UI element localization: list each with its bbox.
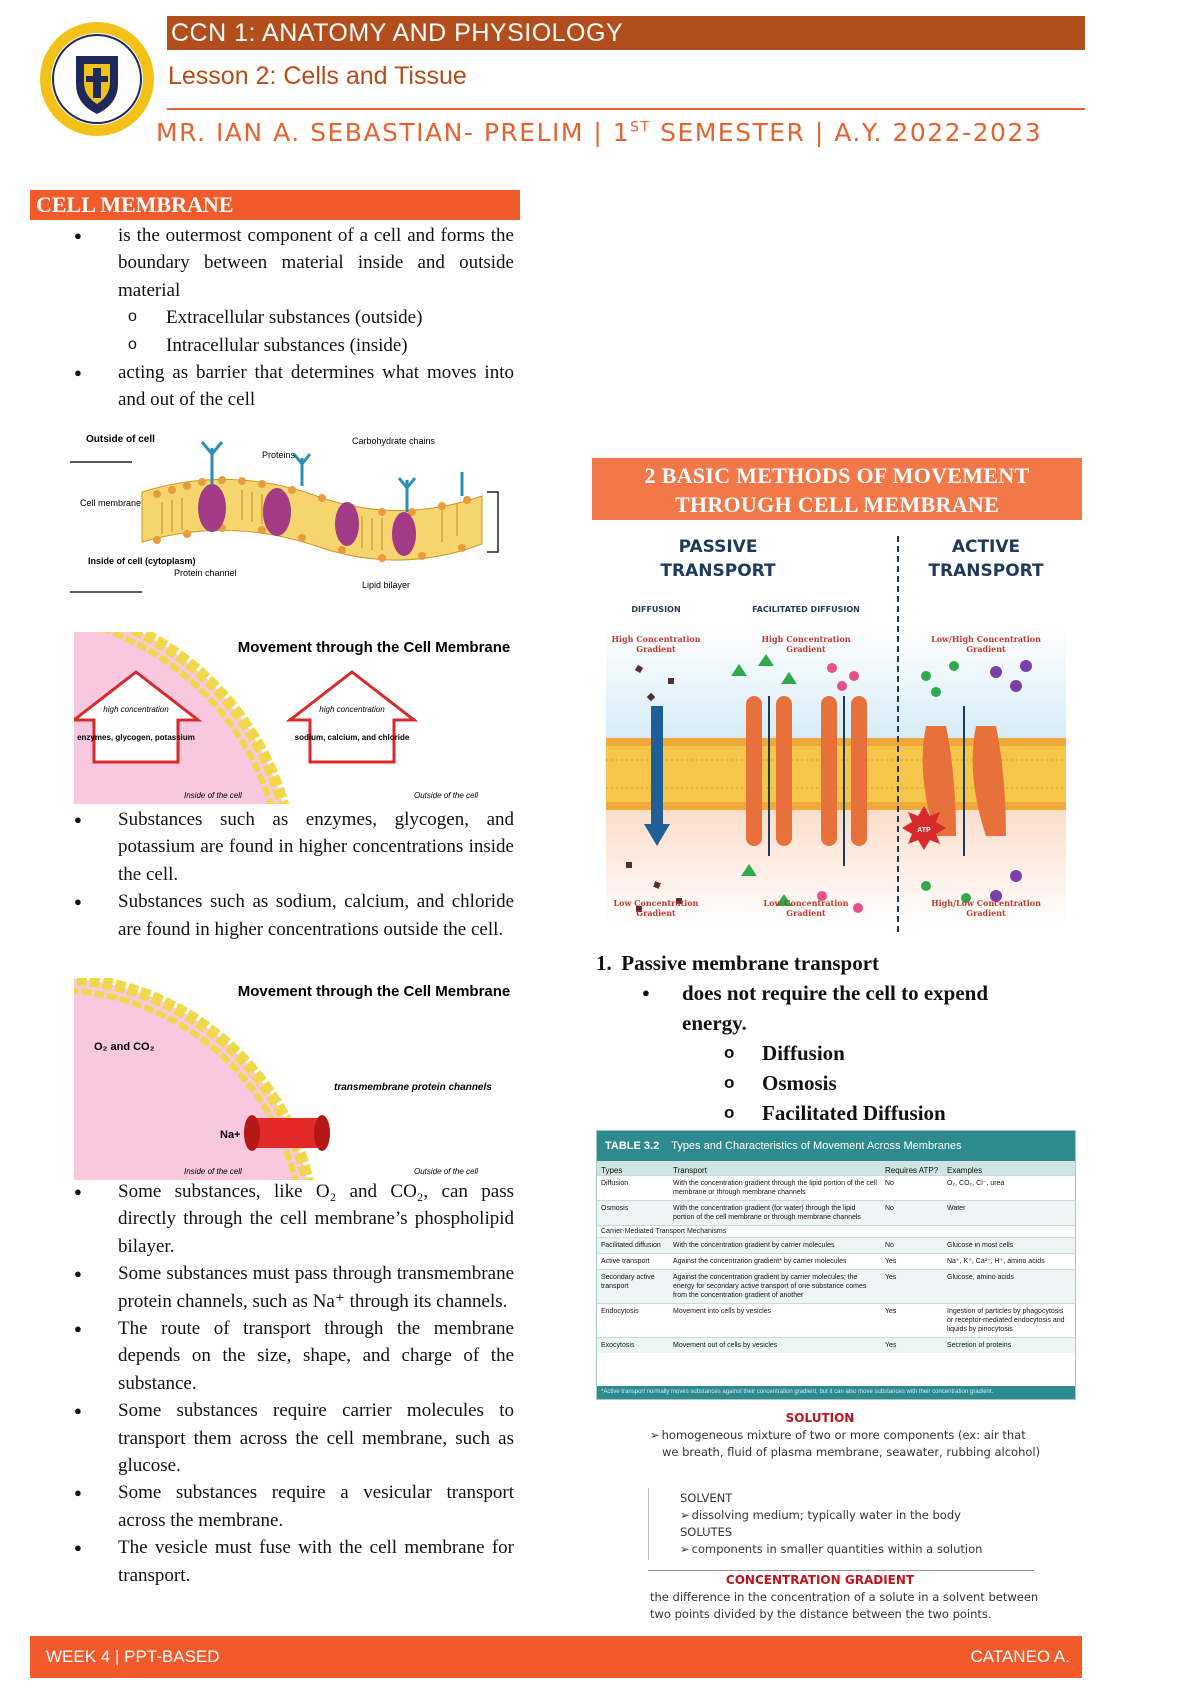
svg-text:Outside of cell: Outside of cell	[86, 434, 155, 445]
solution-definition: SOLUTION homogeneous mixture of two or m…	[650, 1410, 1050, 1461]
svg-text:TRANSPORT: TRANSPORT	[928, 561, 1044, 581]
svg-text:O₂ and CO₂: O₂ and CO₂	[94, 1041, 155, 1053]
svg-text:ATP: ATP	[917, 827, 931, 834]
page-footer: WEEK 4 | PPT-BASED CATANEO A.	[30, 1636, 1082, 1678]
svg-text:Proteins: Proteins	[262, 450, 296, 460]
list-item: Facilitated Diffusion	[682, 1098, 1056, 1128]
svg-text:Outside of the cell: Outside of the cell	[414, 791, 478, 800]
transport-notes: Some substances, like O₂ and CO₂, can pa…	[62, 1178, 514, 1589]
footer-week: WEEK 4 | PPT-BASED	[46, 1647, 220, 1666]
svg-text:Gradient: Gradient	[966, 644, 1006, 654]
list-item: Diffusion	[682, 1038, 1056, 1068]
divider	[648, 1488, 649, 1560]
concentration-gradient-definition: CONCENTRATION GRADIENT the difference in…	[650, 1573, 1039, 1621]
instructor-line: MR. IAN A. SEBASTIAN- PRELIM | 1ST SEMES…	[156, 118, 1043, 147]
list-item: is the outermost component of a cell and…	[62, 222, 514, 359]
passive-active-transport-diagram: PASSIVE TRANSPORT ACTIVE TRANSPORT DIFFU…	[596, 526, 1076, 946]
list-item: Substances such as enzymes, glycogen, an…	[62, 806, 514, 888]
svg-text:Lipid bilayer: Lipid bilayer	[362, 580, 410, 590]
svg-text:Inside of cell (cytoplasm): Inside of cell (cytoplasm)	[88, 556, 196, 566]
list-item: acting as barrier that determines what m…	[62, 359, 514, 414]
svg-text:Cell membrane: Cell membrane	[80, 498, 141, 508]
cell-membrane-diagram: Outside of cell Cell membrane Inside of …	[62, 424, 512, 620]
svg-text:TRANSPORT: TRANSPORT	[660, 561, 776, 581]
table-footnote: *Active transport normally moves substan…	[597, 1386, 1075, 1399]
list-item: Extracellular substances (outside)	[118, 303, 514, 331]
list-item: Some substances must pass through transm…	[62, 1260, 514, 1315]
passive-title: 1. Passive membrane transport	[596, 951, 880, 975]
svg-text:high concentration: high concentration	[103, 705, 169, 714]
svg-text:Movement through the Cell Memb: Movement through the Cell Membrane	[238, 983, 511, 1000]
svg-text:enzymes, glycogen, potassium: enzymes, glycogen, potassium	[77, 733, 195, 742]
svg-text:High/Low Concentration: High/Low Concentration	[931, 898, 1041, 908]
svg-text:sodium, calcium, and chloride: sodium, calcium, and chloride	[295, 733, 410, 742]
list-item: The route of transport through the membr…	[62, 1315, 514, 1397]
list-item: Some substances, like O₂ and CO₂, can pa…	[62, 1178, 514, 1260]
lesson-title: Lesson 2: Cells and Tissue	[168, 62, 467, 90]
list-item: Some substances require a vesicular tran…	[62, 1479, 514, 1534]
footer-author: CATANEO A.	[970, 1647, 1070, 1666]
university-seal-logo	[40, 22, 154, 136]
svg-text:High Concentration: High Concentration	[761, 634, 850, 644]
svg-text:Gradient: Gradient	[966, 908, 1006, 918]
divider	[648, 1570, 1034, 1571]
svg-text:Protein channel: Protein channel	[174, 568, 237, 578]
svg-text:Low Concentration: Low Concentration	[764, 898, 849, 908]
svg-text:ACTIVE: ACTIVE	[952, 537, 1020, 557]
svg-text:Low/High Concentration: Low/High Concentration	[931, 634, 1041, 644]
list-item: The vesicle must fuse with the cell memb…	[62, 1534, 514, 1589]
movement-diagram-1: Movement through the Cell Membrane high …	[74, 632, 511, 804]
list-item: does not require the cell to expend ener…	[596, 978, 1056, 1128]
svg-text:FACILITATED DIFFUSION: FACILITATED DIFFUSION	[752, 605, 860, 614]
list-item: Intracellular substances (inside)	[118, 331, 514, 359]
course-title-bar: CCN 1: ANATOMY AND PHYSIOLOGY	[167, 16, 1085, 50]
svg-text:Na+: Na+	[220, 1129, 241, 1141]
svg-text:Carbohydrate chains: Carbohydrate chains	[352, 436, 436, 446]
passive-transport-notes: 1. Passive membrane transport does not r…	[596, 948, 1056, 1128]
methods-heading: 2 BASIC METHODS OF MOVEMENT THROUGH CELL…	[592, 458, 1082, 520]
table-subheading: Carrier-Mediated Transport Mechanisms	[597, 1225, 1075, 1237]
list-item: Substances such as sodium, calcium, and …	[62, 888, 514, 943]
svg-text:Movement through the Cell Memb: Movement through the Cell Membrane	[238, 639, 511, 656]
cell-membrane-notes: is the outermost component of a cell and…	[62, 222, 514, 414]
solvent-definition: SOLVENT dissolving medium; typically wat…	[680, 1490, 1040, 1558]
svg-text:Gradient: Gradient	[636, 908, 676, 918]
svg-text:PASSIVE: PASSIVE	[679, 537, 758, 557]
list-item: Some substances require carrier molecule…	[62, 1397, 514, 1479]
svg-text:Inside of the cell: Inside of the cell	[184, 791, 242, 800]
movement-diagram-2: Movement through the Cell Membrane O₂ an…	[74, 978, 511, 1180]
svg-text:High Concentration: High Concentration	[611, 634, 700, 644]
svg-text:Low Concentration: Low Concentration	[614, 898, 699, 908]
svg-text:Outside of the cell: Outside of the cell	[414, 1167, 478, 1176]
list-item: Osmosis	[682, 1068, 1056, 1098]
svg-text:Gradient: Gradient	[636, 644, 676, 654]
svg-text:high concentration: high concentration	[319, 705, 385, 714]
cell-membrane-heading: CELL MEMBRANE	[30, 190, 520, 220]
svg-text:DIFFUSION: DIFFUSION	[631, 605, 680, 614]
svg-text:transmembrane protein channels: transmembrane protein channels	[334, 1082, 492, 1093]
svg-text:Gradient: Gradient	[786, 644, 826, 654]
concentration-notes: Substances such as enzymes, glycogen, an…	[62, 806, 514, 943]
svg-text:Inside of the cell: Inside of the cell	[184, 1167, 242, 1176]
svg-text:Gradient: Gradient	[786, 908, 826, 918]
header-divider	[167, 108, 1085, 110]
